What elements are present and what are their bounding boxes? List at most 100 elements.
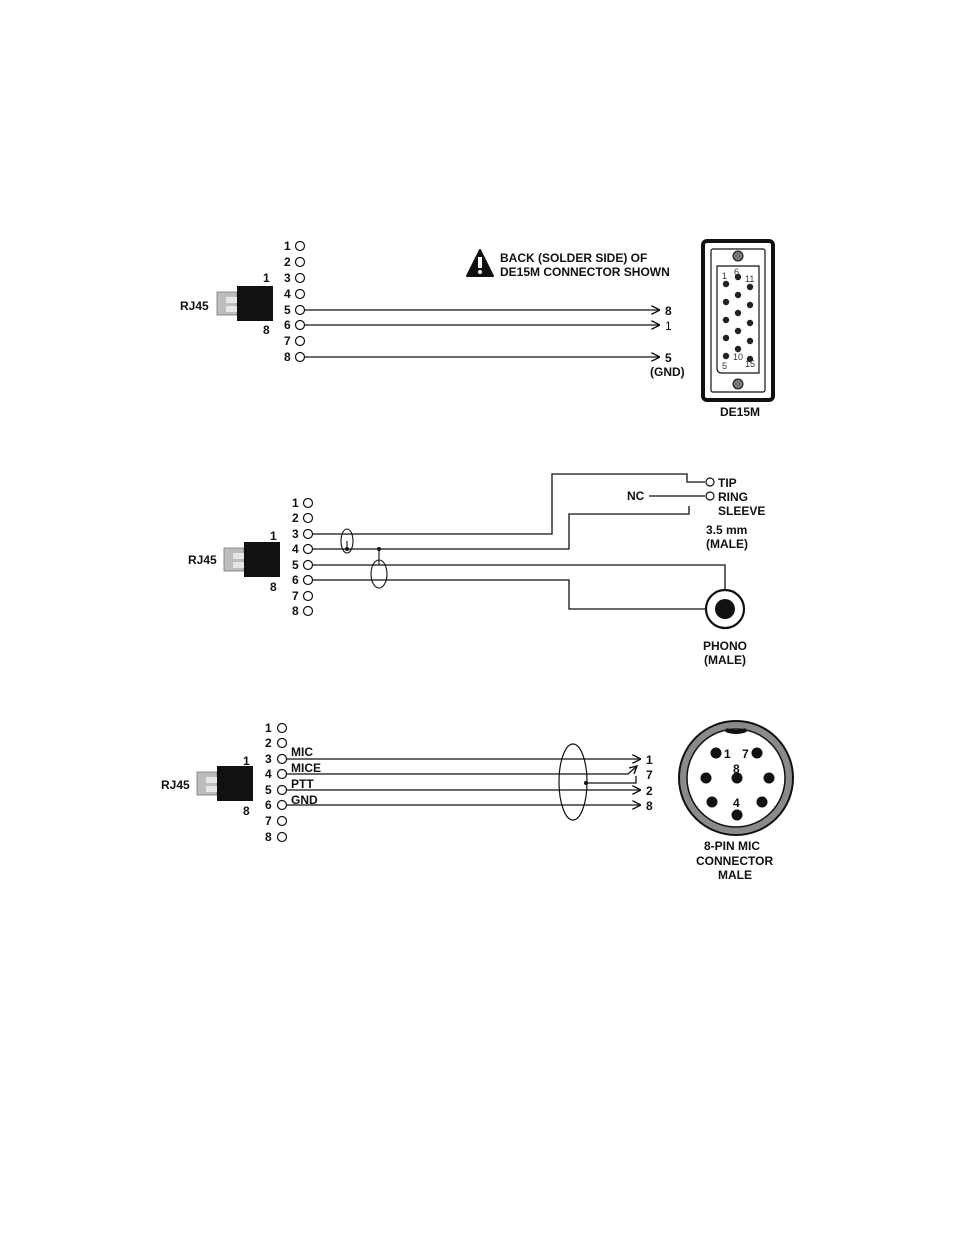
mic-face-label: 7 xyxy=(742,747,749,761)
pin-number: 2 xyxy=(284,255,291,269)
pin-number: 3 xyxy=(284,271,291,285)
pin-terminal xyxy=(296,290,305,299)
signal-label: MIC xyxy=(291,745,313,759)
pin-number: 8 xyxy=(265,830,272,844)
rj45-pin-first: 1 xyxy=(243,754,250,768)
pin-terminal xyxy=(296,258,305,267)
de15-face-label: 1 xyxy=(722,271,727,281)
pin-terminal xyxy=(278,724,287,733)
de15-face-label: 5 xyxy=(722,361,727,371)
mic-connector-label: 8-PIN MIC xyxy=(704,839,760,853)
mic-face-label: 8 xyxy=(733,762,740,776)
rj45-connector xyxy=(217,286,273,321)
de15-face-label: 6 xyxy=(734,267,739,277)
rj45-connector xyxy=(224,542,280,577)
pin-terminal xyxy=(278,770,287,779)
pin-terminal xyxy=(304,499,313,508)
de15-face-label: 15 xyxy=(745,359,755,369)
pin-number: 2 xyxy=(292,511,299,525)
de15-target: 8 xyxy=(665,304,672,318)
phono-label: PHONO xyxy=(703,639,747,653)
pin-list: 1 2 3 4 5 6 7 8 xyxy=(284,239,305,364)
pin-terminal xyxy=(278,801,287,810)
pin-list: 1 2 3 4 5 6 7 8 xyxy=(265,721,287,844)
pin-terminal xyxy=(278,817,287,826)
tip-terminal xyxy=(706,478,714,486)
mic-face-label: 1 xyxy=(724,747,731,761)
sleeve-label: SLEEVE xyxy=(718,504,765,518)
mic-section: RJ45 1 8 1 2 3 4 5 6 7 8 MIC MICE PTT GN… xyxy=(161,721,793,882)
rj45-label: RJ45 xyxy=(180,299,209,313)
rj45-label: RJ45 xyxy=(161,778,190,792)
pin-number: 8 xyxy=(292,604,299,618)
pin-number: 7 xyxy=(292,589,299,603)
pin-terminal xyxy=(304,530,313,539)
phono-gender-label: (MALE) xyxy=(704,653,746,667)
pin-number: 5 xyxy=(292,558,299,572)
pin-number: 5 xyxy=(265,783,272,797)
mic-target: 7 xyxy=(646,768,653,782)
mic-target: 1 xyxy=(646,753,653,767)
pin-list: 1 2 3 4 5 6 7 8 xyxy=(292,496,313,618)
de15-face-label: 11 xyxy=(745,274,754,284)
pin-terminal xyxy=(304,561,313,570)
jack-gender-label: (MALE) xyxy=(706,537,748,551)
wire-mice xyxy=(287,767,636,774)
rj45-pin-last: 8 xyxy=(270,580,277,594)
wire-tip xyxy=(313,474,705,534)
cable-shield-marker xyxy=(559,744,588,820)
pin-terminal xyxy=(296,306,305,315)
de15-target: 1 xyxy=(665,319,672,333)
jack-size-label: 3.5 mm xyxy=(706,523,747,537)
mic-connector: 1 7 8 4 xyxy=(679,721,793,835)
rj45-connector xyxy=(197,766,253,801)
pin-number: 1 xyxy=(284,239,291,253)
mic-connector-label: MALE xyxy=(718,868,752,882)
pin-terminal xyxy=(278,833,287,842)
pin-terminal xyxy=(296,321,305,330)
pin-number: 4 xyxy=(265,767,272,781)
pin-terminal xyxy=(278,786,287,795)
pin-terminal xyxy=(278,739,287,748)
rj45-label: RJ45 xyxy=(188,553,217,567)
pin-number: 6 xyxy=(284,318,291,332)
pin-number: 4 xyxy=(284,287,291,301)
pin-terminal xyxy=(304,592,313,601)
wire-phono-shield xyxy=(313,580,705,609)
pin-number: 7 xyxy=(265,814,272,828)
ring-label: RING xyxy=(718,490,748,504)
wire-sleeve xyxy=(313,506,689,549)
mic-connector-label: CONNECTOR xyxy=(696,854,773,868)
pin-terminal xyxy=(296,242,305,251)
phono-connector xyxy=(706,590,744,628)
de15m-label: DE15M xyxy=(720,405,760,419)
pin-number: 3 xyxy=(292,527,299,541)
tip-label: TIP xyxy=(718,476,737,490)
signal-label: MICE xyxy=(291,761,321,775)
pin-number: 7 xyxy=(284,334,291,348)
pin-number: 1 xyxy=(265,721,272,735)
audio-section: RJ45 1 8 1 2 3 4 5 6 7 8 xyxy=(188,474,765,667)
de15-section: RJ45 1 8 1 2 3 4 5 6 7 8 8 1 5 (GND) xyxy=(180,239,773,419)
pin-number: 1 xyxy=(292,496,299,510)
pin-number: 6 xyxy=(292,573,299,587)
mic-face-label: 4 xyxy=(733,796,740,810)
pin-terminal xyxy=(278,755,287,764)
wire-shield-drain xyxy=(586,776,636,783)
rj45-pin-first: 1 xyxy=(270,529,277,543)
pin-terminal xyxy=(296,353,305,362)
gnd-note: (GND) xyxy=(650,365,685,379)
pin-terminal xyxy=(304,576,313,585)
pin-terminal xyxy=(296,337,305,346)
pin-number: 4 xyxy=(292,542,299,556)
ring-terminal xyxy=(706,492,714,500)
mic-target: 8 xyxy=(646,799,653,813)
pin-terminal xyxy=(296,274,305,283)
de15-target: 5 xyxy=(665,351,672,365)
warning-text-line1: BACK (SOLDER SIDE) OF xyxy=(500,251,647,265)
pin-terminal xyxy=(304,607,313,616)
warning-icon xyxy=(467,250,493,276)
rj45-pin-first: 1 xyxy=(263,271,270,285)
pin-number: 5 xyxy=(284,303,291,317)
